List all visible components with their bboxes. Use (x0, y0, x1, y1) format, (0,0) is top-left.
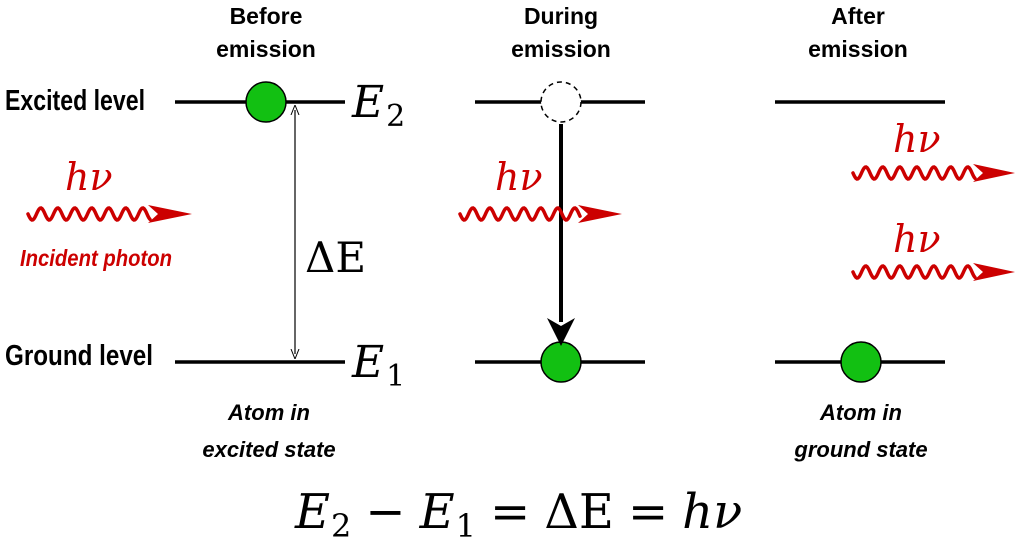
incident-photon-label: Incident photon (20, 245, 172, 271)
caption-ground-state: Atom in ground state (793, 400, 927, 462)
incident-photon-hv: hν (65, 155, 113, 199)
emitted-photon-1-arrowhead (973, 164, 1015, 182)
electron-excited (245, 81, 287, 123)
emitted-photon-wave-1 (851, 164, 1015, 182)
emitted-photon-2-arrowhead (973, 263, 1015, 281)
emitted-photon-1-hv: hν (893, 117, 941, 161)
stimulating-photon-hv: hν (495, 155, 543, 199)
electron-ground-after (840, 341, 882, 383)
incident-photon-wave (26, 205, 192, 223)
emitted-photon-wave-2 (851, 263, 1015, 281)
header-during-line2: emission (511, 36, 611, 62)
caption-ground-line1: Atom in (819, 400, 902, 425)
header-after-line2: emission (808, 36, 908, 62)
caption-ground-line2: ground state (793, 437, 927, 462)
energy-equation: E2−E1=ΔE=hν (294, 484, 742, 540)
e1-symbol: E1 (351, 337, 405, 394)
incident-photon-arrowhead (148, 205, 192, 223)
header-during: During emission (511, 3, 611, 62)
ground-level-label: Ground level (5, 340, 153, 372)
header-after-line1: After (831, 3, 885, 29)
e2-symbol: E2 (351, 77, 405, 134)
header-before-line1: Before (230, 3, 303, 29)
caption-excited-line2: excited state (202, 437, 335, 462)
electron-vacated-position (540, 81, 582, 123)
excited-level-label: Excited level (5, 85, 145, 117)
emitted-photon-2-hv: hν (893, 217, 941, 261)
stimulating-photon-arrowhead (578, 205, 622, 223)
caption-excited-line1: Atom in (227, 400, 310, 425)
transition-arrowhead (547, 318, 575, 346)
electron-ground-during (540, 341, 582, 383)
delta-e-symbol: ΔE (305, 233, 366, 282)
header-after: After emission (808, 3, 908, 62)
stimulating-photon-wave (458, 205, 622, 223)
caption-excited-state: Atom in excited state (202, 400, 335, 462)
header-before: Before emission (216, 3, 316, 62)
header-during-line1: During (524, 3, 598, 29)
header-before-line2: emission (216, 36, 316, 62)
